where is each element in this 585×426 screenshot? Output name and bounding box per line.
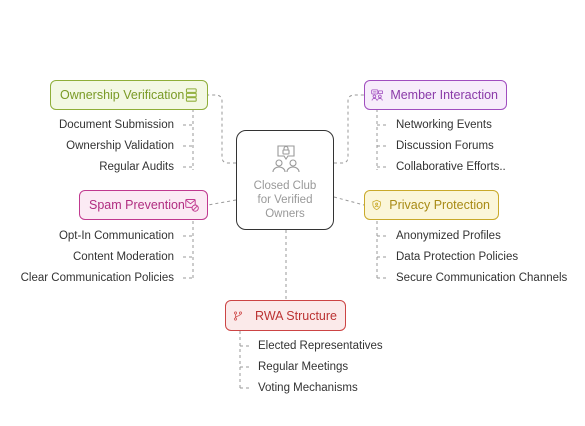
list-item: Content Moderation [72,251,174,263]
connector-privacy [333,196,365,206]
connector-member [334,94,364,164]
shield-icon [372,199,381,211]
list-item: Discussion Forums [396,140,494,152]
list-item: Elected Representatives [258,340,383,352]
list-item: Document Submission [58,119,174,131]
node-spam-prevention: Spam Prevention [79,190,208,220]
node-title: Privacy Protection [389,198,490,212]
list-item: Secure Communication Channels [396,272,568,284]
connector-spam [207,199,237,206]
list-item: Clear Communication Policies [20,272,174,284]
list-item: Ownership Validation [66,140,174,152]
connector-ownership [208,94,236,164]
list-item: Networking Events [396,119,492,131]
node-title: Spam Prevention [89,198,185,212]
node-title: Ownership Verification [60,88,185,102]
list-item: Regular Audits [99,161,174,173]
list-item: Regular Meetings [258,361,349,373]
chat-people-icon [371,89,384,101]
node-ownership-verification: Ownership Verification [50,80,208,110]
node-privacy-protection: Privacy Protection [364,190,499,220]
blocked-mail-icon [185,199,199,212]
list-item: Collaborative Efforts.. [396,161,506,173]
list-item: Voting Mechanisms [258,382,358,394]
list-item: Opt-In Communication [58,230,174,242]
node-rwa-structure: RWA Structure [225,300,346,331]
branch-icon [234,310,242,321]
people-lock-icon [272,145,300,173]
server-stack-icon [186,88,198,102]
list-item: Data Protection Policies [396,251,519,263]
node-member-interaction: Member Interaction [364,80,507,110]
node-title: Member Interaction [390,88,498,102]
node-title: RWA Structure [255,308,337,323]
list-item: Anonymized Profiles [396,230,501,242]
